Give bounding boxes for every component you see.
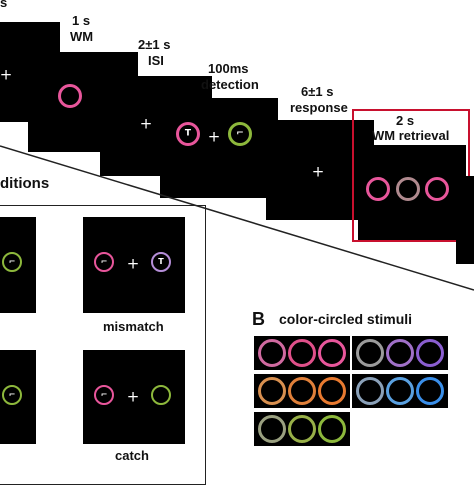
- detection-target-circle: T: [176, 122, 200, 146]
- fragment-time-label: s: [0, 0, 8, 10]
- mismatch-fixation-cross: +: [126, 254, 140, 273]
- mismatch-label: mismatch: [103, 319, 164, 334]
- mismatch-right-circle: T: [151, 252, 171, 272]
- panel-a-heading: ditions: [0, 175, 50, 192]
- detection-fixation-cross: +: [207, 127, 221, 146]
- swatch-2-2: [386, 339, 414, 367]
- swatch-2-1: [356, 339, 384, 367]
- wm-name-label: WM: [70, 29, 94, 44]
- swatch-2-3: [416, 339, 444, 367]
- swatch-3-3: [318, 377, 346, 405]
- swatch-1-1: [258, 339, 286, 367]
- screen-detection: [160, 98, 278, 198]
- panel-b-title: color-circled stimuli: [279, 311, 413, 327]
- retrieval-circle-1: [366, 177, 390, 201]
- swatch-5-2: [288, 415, 316, 443]
- response-time-label: 6±1 s: [301, 84, 334, 99]
- swatch-4-3: [416, 377, 444, 405]
- catch-fixation-cross: +: [126, 387, 140, 406]
- cond-match-circle: ⌐: [2, 252, 22, 272]
- catch-right-circle: [151, 385, 171, 405]
- wm-cue-circle: [58, 84, 82, 108]
- retrieval-name-label: WM retrieval: [372, 128, 450, 143]
- cond-neutral-circle: ⌐: [2, 385, 22, 405]
- response-fixation-cross: +: [311, 162, 325, 181]
- swatch-5-3: [318, 415, 346, 443]
- screen-next: [456, 176, 474, 264]
- catch-label: catch: [115, 448, 149, 463]
- timeline-separator-line: [0, 145, 474, 291]
- wm-time-label: 1 s: [72, 13, 91, 28]
- response-name-label: response: [290, 100, 348, 115]
- retrieval-time-label: 2 s: [396, 113, 415, 128]
- fixation-cross: +: [0, 65, 13, 84]
- detection-distractor-circle: ⌐: [228, 122, 252, 146]
- swatch-4-1: [356, 377, 384, 405]
- swatch-3-2: [288, 377, 316, 405]
- retrieval-highlight-box: [352, 109, 470, 242]
- isi-time-label: 2±1 s: [138, 37, 171, 52]
- isi-name-label: ISI: [148, 53, 164, 68]
- swatch-1-3: [318, 339, 346, 367]
- mismatch-left-circle: ⌐: [94, 252, 114, 272]
- screen-response: [266, 120, 374, 220]
- isi-fixation-cross: +: [139, 114, 153, 133]
- swatch-5-1: [258, 415, 286, 443]
- retrieval-circle-2: [396, 177, 420, 201]
- catch-left-circle: ⌐: [94, 385, 114, 405]
- swatch-4-2: [386, 377, 414, 405]
- detection-time-label: 100ms: [208, 61, 249, 76]
- swatch-3-1: [258, 377, 286, 405]
- retrieval-circle-3: [425, 177, 449, 201]
- detection-name-label: detection: [201, 77, 259, 92]
- panel-b-letter: B: [252, 309, 265, 329]
- swatch-1-2: [288, 339, 316, 367]
